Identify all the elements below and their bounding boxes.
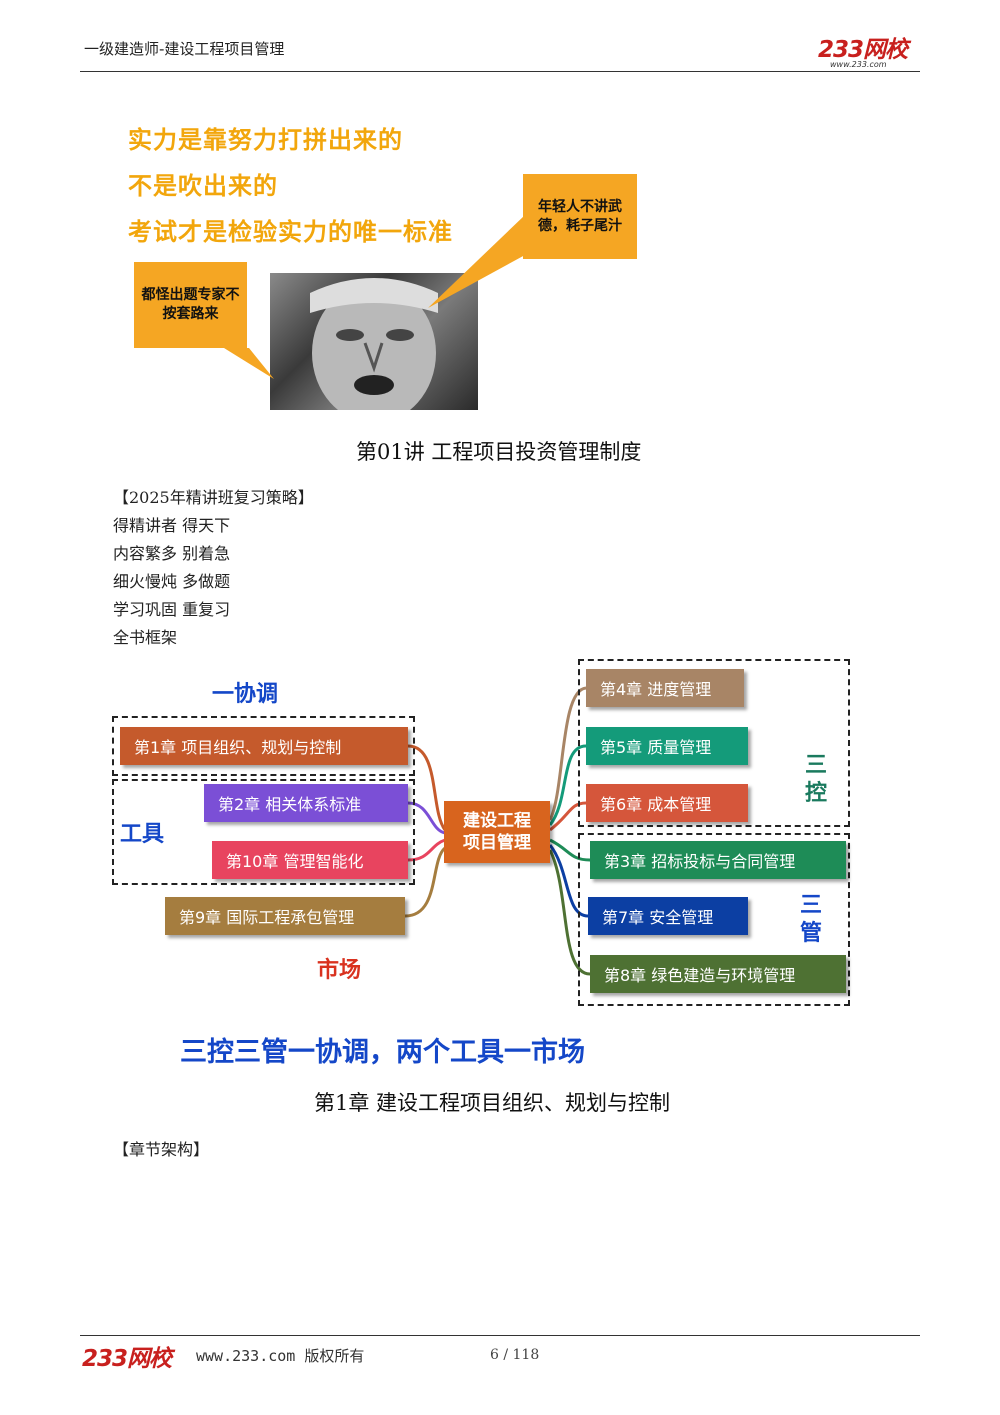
meme-line-3: 考试才是检验实力的唯一标准 <box>128 218 453 246</box>
node-chapter-4: 第4章 进度管理 <box>586 669 744 707</box>
node-center-line: 项目管理 <box>463 833 531 853</box>
header-title: 一级建造师-建设工程项目管理 <box>84 40 285 58</box>
node-center: 建设工程 项目管理 <box>444 801 550 863</box>
group-tools <box>112 779 415 885</box>
group-three-manage <box>578 833 850 1006</box>
node-chapter-10: 第10章 管理智能化 <box>212 841 408 879</box>
header-logo-url: www.233.com <box>830 60 887 69</box>
header-rule <box>80 71 920 72</box>
node-center-line: 建设工程 <box>463 811 531 831</box>
strategy-line: 得精讲者 得天下 <box>113 516 231 535</box>
face-illustration <box>310 278 438 410</box>
bubble-right: 年轻人不讲武德，耗子尾汁 <box>523 174 637 259</box>
bubble-left-text: 都怪出题专家不按套路来 <box>141 287 240 322</box>
meme-line-1: 实力是靠努力打拼出来的 <box>128 126 403 154</box>
label-market: 市场 <box>317 958 362 983</box>
bubble-right-tail <box>428 215 525 308</box>
node-chapter-5: 第5章 质量管理 <box>586 727 748 765</box>
header-logo: 233网校 www.233.com <box>818 30 908 69</box>
mindmap-summary: 三控三管一协调，两个工具一市场 <box>180 1037 585 1068</box>
bubble-right-text: 年轻人不讲武德，耗子尾汁 <box>538 198 622 234</box>
node-chapter-9: 第9章 国际工程承包管理 <box>165 897 405 935</box>
label-three-control: 三控 <box>804 753 827 806</box>
strategy-heading: 【2025年精讲班复习策略】 <box>113 488 314 507</box>
label-coordinate: 一协调 <box>212 682 279 707</box>
node-chapter-2: 第2章 相关体系标准 <box>204 784 408 822</box>
footer-logo: 233网校 <box>82 1346 172 1372</box>
bubble-left-tail <box>224 348 274 379</box>
node-chapter-7: 第7章 安全管理 <box>588 897 748 935</box>
strategy-line: 学习巩固 重复习 <box>113 600 231 619</box>
chapter-title: 第1章 建设工程项目组织、规划与控制 <box>314 1091 671 1115</box>
node-chapter-3: 第3章 招标投标与合同管理 <box>590 841 846 879</box>
node-chapter-6: 第6章 成本管理 <box>586 784 748 822</box>
footer-text: www.233.com 版权所有 <box>196 1347 365 1365</box>
footer-rule <box>80 1335 920 1336</box>
page-number: 6 / 118 <box>490 1347 540 1363</box>
node-chapter-1: 第1章 项目组织、规划与控制 <box>120 727 408 765</box>
lecture-title: 第01讲 工程项目投资管理制度 <box>356 440 642 464</box>
node-chapter-8: 第8章 绿色建造与环境管理 <box>590 955 846 993</box>
strategy-line: 内容繁多 别着急 <box>113 544 231 563</box>
group-three-control <box>578 659 850 827</box>
chapter-structure-heading: 【章节架构】 <box>113 1140 210 1159</box>
bubble-left: 都怪出题专家不按套路来 <box>134 262 247 348</box>
group-coordinate <box>112 716 415 776</box>
strategy-line: 细火慢炖 多做题 <box>113 572 231 591</box>
strategy-line: 全书框架 <box>113 628 178 647</box>
header-logo-text: 233网校 <box>818 37 908 63</box>
label-three-manage: 三管 <box>799 893 822 946</box>
meme-line-2: 不是吹出来的 <box>128 172 278 200</box>
label-tools: 工具 <box>120 822 165 847</box>
